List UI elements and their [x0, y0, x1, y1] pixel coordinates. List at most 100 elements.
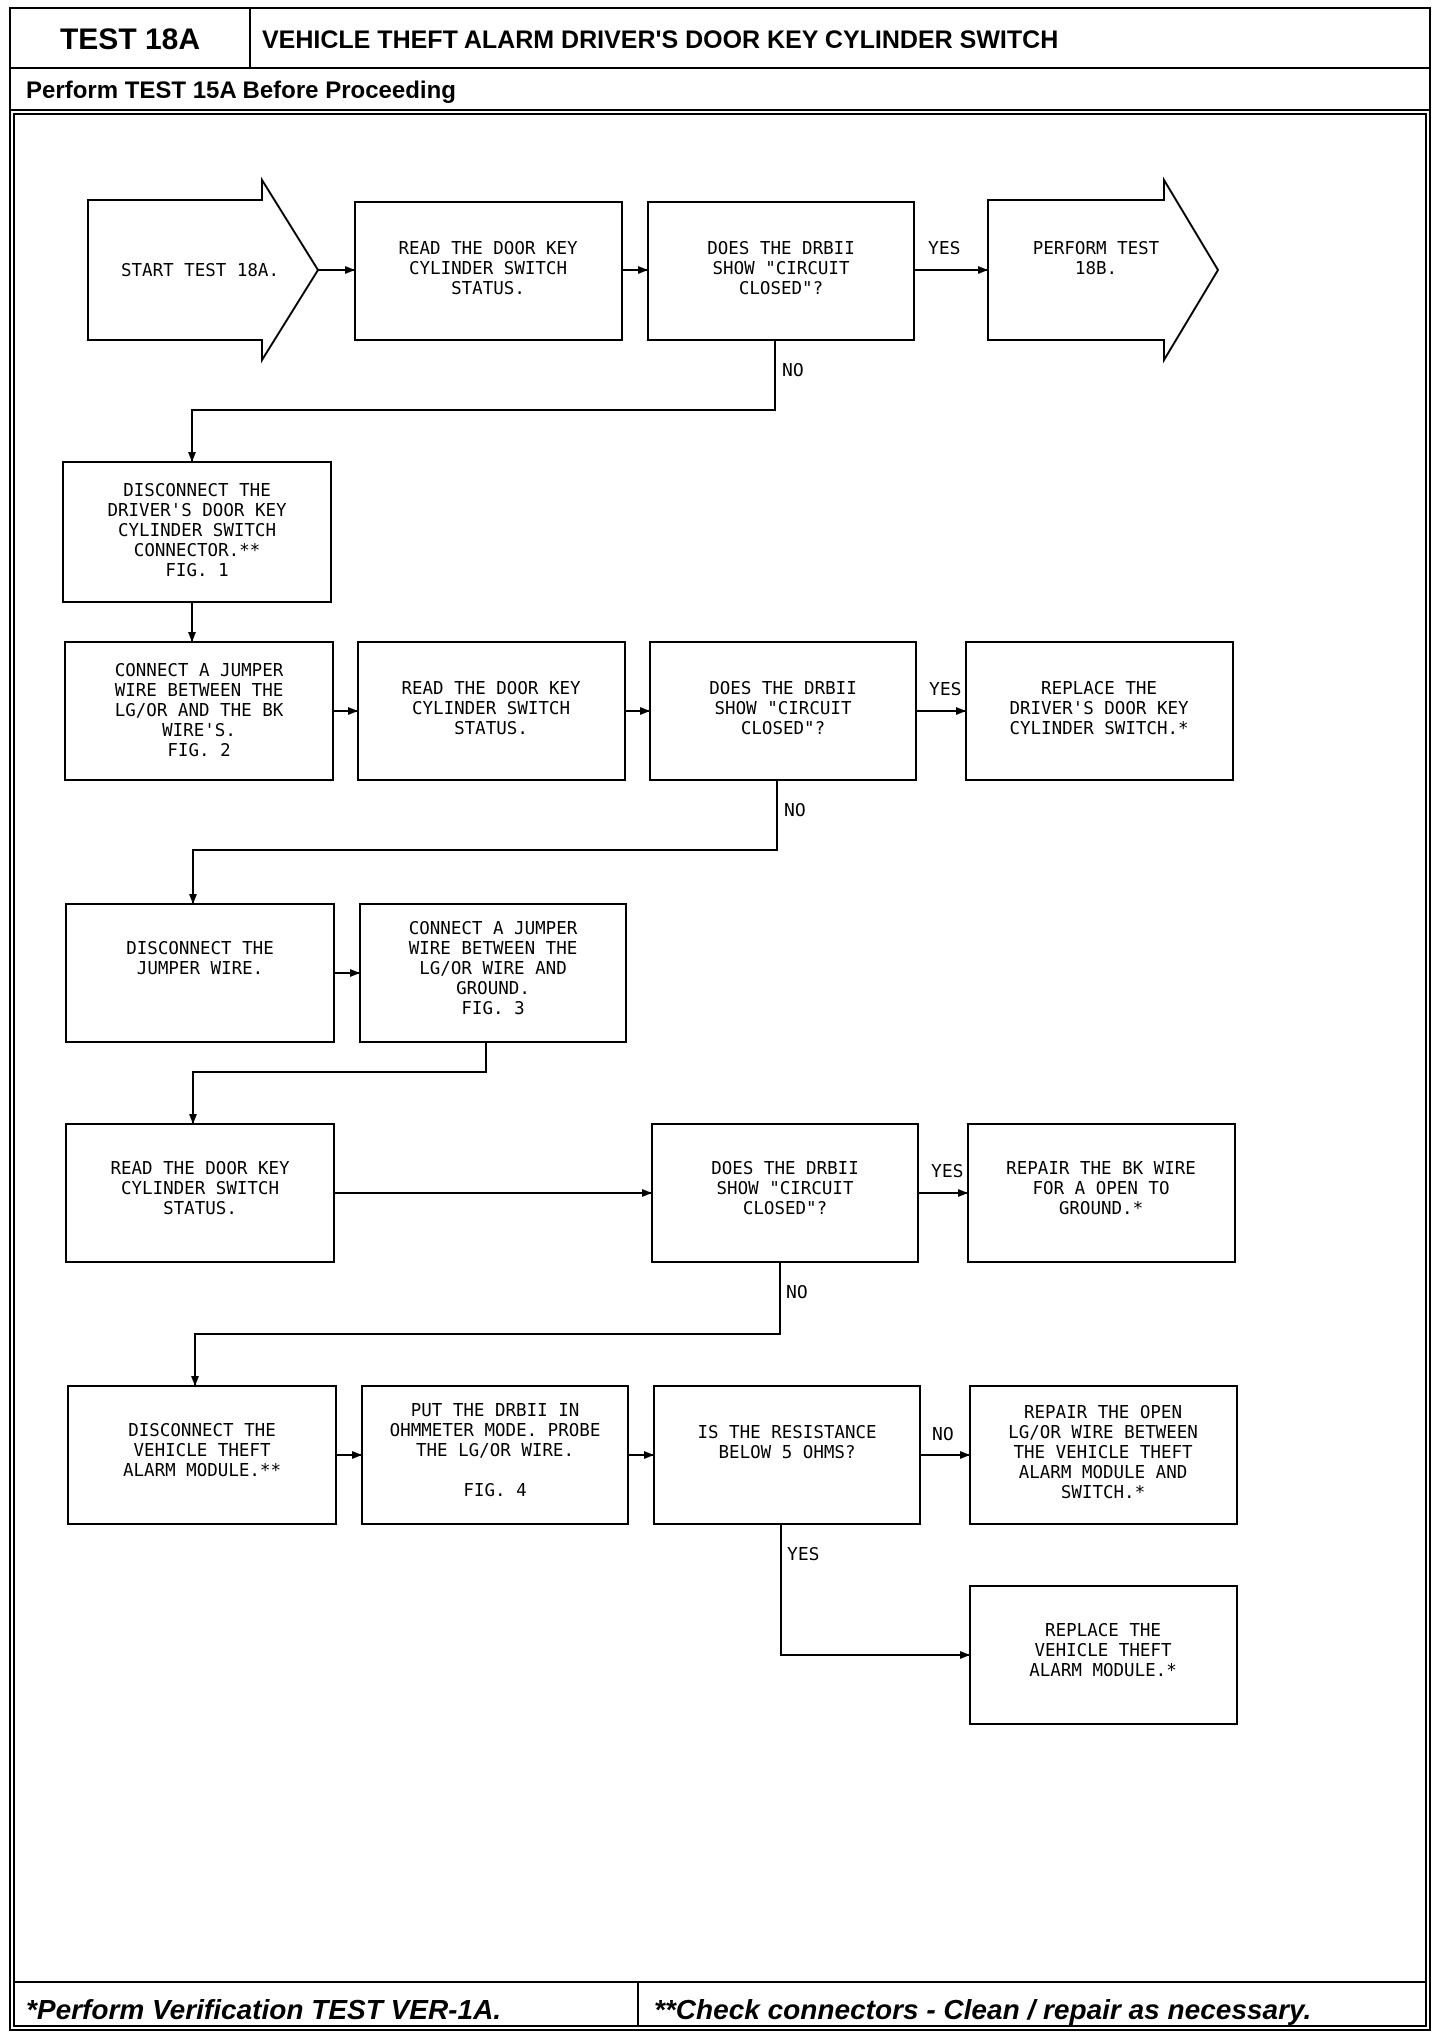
prerequisite-note: Perform TEST 15A Before Proceeding — [26, 77, 456, 104]
node-text-line: JUMPER WIRE. — [137, 959, 263, 979]
label-q3-no: NO — [786, 1282, 808, 1303]
node-text-line: THE VEHICLE THEFT — [1013, 1443, 1193, 1463]
node-text-line: OHMMETER MODE. PROBE — [390, 1421, 601, 1441]
node-text-line: WIRE BETWEEN THE — [115, 681, 284, 701]
node-text-line: STATUS. — [451, 279, 525, 299]
label-q4-yes: YES — [787, 1544, 820, 1565]
repair-open-box — [969, 1385, 1238, 1525]
node-text-line: SHOW "CIRCUIT — [717, 1179, 854, 1199]
node-text-line: GROUND. — [456, 979, 530, 999]
footer-verification-note: *Perform Verification TEST VER-1A. — [26, 1994, 502, 2025]
connector-q1-no — [188, 340, 776, 462]
start-text: START TEST 18A. — [121, 261, 279, 281]
label-q1-yes: YES — [928, 238, 961, 259]
node-text-line: REPAIR THE OPEN — [1024, 1403, 1182, 1423]
node-text-line: CYLINDER SWITCH — [412, 699, 570, 719]
node-text-line: READ THE DOOR KEY — [110, 1159, 290, 1179]
node-text-line: FOR A OPEN TO — [1033, 1179, 1170, 1199]
node-text-line: CYLINDER SWITCH — [118, 521, 276, 541]
node-text-line: STATUS. — [454, 719, 528, 739]
node-text-line: REPLACE THE — [1045, 1621, 1161, 1641]
node-text-line: WIRE'S. — [162, 721, 236, 741]
node-text-line: DOES THE DRBII — [707, 239, 855, 259]
node-text-line: FIG. 1 — [165, 561, 228, 581]
footer-connectors-note: **Check connectors - Clean / repair as n… — [654, 1994, 1312, 2025]
connector-q4-yes — [780, 1524, 970, 1659]
node-text-line: SWITCH.* — [1061, 1483, 1145, 1503]
test-id: TEST 18A — [59, 23, 201, 56]
node-text-line: PUT THE DRBII IN — [411, 1401, 580, 1421]
node-text-line: 18B. — [1075, 259, 1117, 279]
node-text-line: IS THE RESISTANCE — [697, 1423, 876, 1443]
label-q2-no: NO — [784, 800, 806, 821]
node-text-line: BELOW 5 OHMS? — [719, 1443, 856, 1463]
node-text-line: CONNECT A JUMPER — [115, 661, 284, 681]
node-text-line: PERFORM TEST — [1033, 239, 1160, 259]
label-q4-no: NO — [932, 1424, 954, 1445]
node-text-line: ALARM MODULE.** — [123, 1461, 281, 1481]
node-text-line: LG/OR WIRE AND — [419, 959, 567, 979]
start-arrow-shape — [87, 176, 320, 364]
node-text-line: DISCONNECT THE — [126, 939, 274, 959]
node-text-line: ALARM MODULE.* — [1029, 1661, 1177, 1681]
node-text-line: CONNECTOR.** — [134, 541, 260, 561]
node-text-line: START TEST 18A. — [121, 261, 279, 281]
node-text-line: STATUS. — [163, 1199, 237, 1219]
node-text-line: CONNECT A JUMPER — [409, 919, 578, 939]
perform-18b-arrow-shape — [987, 176, 1220, 364]
replace-module-box — [969, 1585, 1238, 1725]
node-text-line: CLOSED"? — [739, 279, 823, 299]
label-q2-yes: YES — [929, 679, 962, 700]
node-text-line: FIG. 3 — [461, 999, 524, 1019]
node-text-line: DISCONNECT THE — [128, 1421, 276, 1441]
node-text-line: SHOW "CIRCUIT — [713, 259, 850, 279]
node-text-line: DRIVER'S DOOR KEY — [1009, 699, 1189, 719]
connector-ground-read3 — [189, 1042, 487, 1124]
node-text-line: VEHICLE THEFT — [1035, 1641, 1172, 1661]
node-text-line: FIG. 4 — [463, 1481, 526, 1501]
node-text-line: READ THE DOOR KEY — [398, 239, 578, 259]
node-text-line: CYLINDER SWITCH.* — [1009, 719, 1188, 739]
node-text-line: CYLINDER SWITCH — [121, 1179, 279, 1199]
node-text-line: DOES THE DRBII — [709, 679, 857, 699]
page-title: VEHICLE THEFT ALARM DRIVER'S DOOR KEY CY… — [262, 25, 1059, 54]
node-text-line: SHOW "CIRCUIT — [715, 699, 852, 719]
connector-q3-no — [191, 1262, 781, 1386]
node-text-line: GROUND.* — [1059, 1199, 1143, 1219]
replace-switch-box — [965, 641, 1234, 781]
node-text-line: CLOSED"? — [743, 1199, 827, 1219]
node-text-line: REPLACE THE — [1041, 679, 1157, 699]
label-q1-no: NO — [782, 360, 804, 381]
node-text-line: CYLINDER SWITCH — [409, 259, 567, 279]
node-text-line: ALARM MODULE AND — [1019, 1463, 1188, 1483]
node-text-line: READ THE DOOR KEY — [401, 679, 581, 699]
node-text-line: LG/OR AND THE BK — [115, 701, 284, 721]
page-frame — [9, 7, 1431, 2031]
label-q3-yes: YES — [931, 1161, 964, 1182]
node-text-line: REPAIR THE BK WIRE — [1006, 1159, 1196, 1179]
connect-ground-box — [359, 903, 627, 1043]
node-text-line: THE LG/OR WIRE. — [416, 1441, 574, 1461]
repair-bk-box — [967, 1123, 1236, 1263]
node-text-line: CLOSED"? — [741, 719, 825, 739]
node-text-line: FIG. 2 — [167, 741, 230, 761]
node-text-line: VEHICLE THEFT — [134, 1441, 271, 1461]
